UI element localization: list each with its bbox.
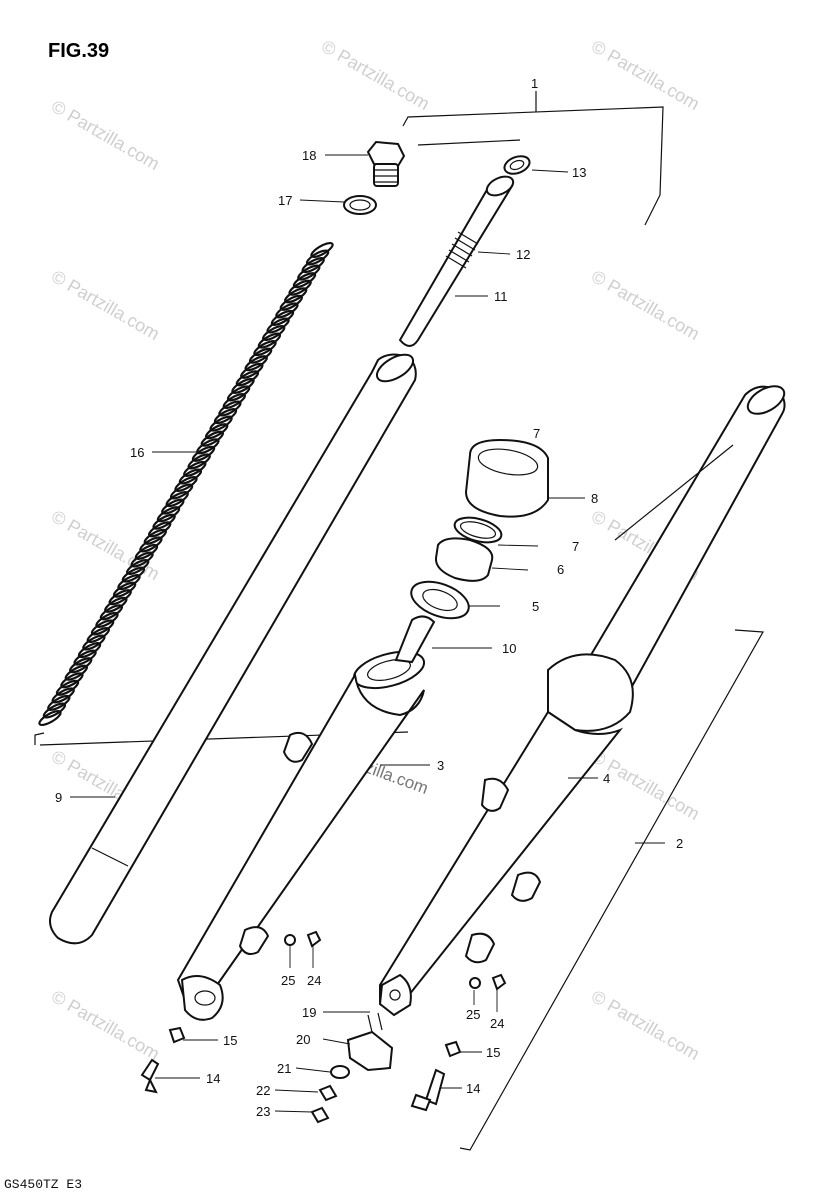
callout-9: 9 — [55, 790, 62, 805]
callout-7: 7 — [572, 539, 579, 554]
callout-14-right: 14 — [466, 1081, 480, 1096]
callout-7-top: 7 — [533, 426, 540, 441]
stopper-ring — [453, 516, 503, 544]
callout-20: 20 — [296, 1032, 310, 1047]
callout-labels: 1 2 3 4 5 6 7 7 8 9 10 11 12 13 14 14 15… — [55, 76, 683, 1119]
callout-5: 5 — [532, 599, 539, 614]
callout-6: 6 — [557, 562, 564, 577]
callout-24-left: 24 — [307, 973, 321, 988]
callout-16: 16 — [130, 445, 144, 460]
callout-23: 23 — [256, 1104, 270, 1119]
callout-17: 17 — [278, 193, 292, 208]
watermark: © Partzilla.com — [318, 36, 433, 114]
callout-2: 2 — [676, 836, 683, 851]
slide-metal-rod — [394, 615, 436, 664]
hardware — [140, 930, 507, 1124]
cap-bolt — [366, 140, 406, 187]
callout-8: 8 — [591, 491, 598, 506]
right-outer-tube — [378, 653, 634, 1017]
callout-1: 1 — [531, 76, 538, 91]
o-ring — [343, 195, 377, 215]
watermark: © Partzilla.com — [588, 266, 703, 344]
callout-13: 13 — [572, 165, 586, 180]
leader-lines — [70, 154, 665, 1113]
left-fork-tube — [49, 353, 417, 945]
watermark: © Partzilla.com — [588, 36, 703, 114]
callout-25-right: 25 — [466, 1007, 480, 1022]
callout-21: 21 — [277, 1061, 291, 1076]
oil-seal — [434, 537, 494, 582]
callout-15-right: 15 — [486, 1045, 500, 1060]
watermark: © Partzilla.com — [48, 266, 163, 344]
callout-19: 19 — [302, 1005, 316, 1020]
dust-seal — [464, 438, 549, 518]
callout-25-left: 25 — [281, 973, 295, 988]
callout-14-left: 14 — [206, 1071, 220, 1086]
figure-title: FIG.39 — [48, 40, 109, 62]
callout-11: 11 — [494, 289, 508, 304]
callout-22: 22 — [256, 1083, 270, 1098]
fork-spring — [38, 241, 334, 727]
model-code: GS450TZ E3 — [4, 1177, 82, 1192]
callout-18: 18 — [302, 148, 316, 163]
damper-rod — [398, 175, 515, 347]
inner-tube — [583, 385, 786, 692]
callout-10: 10 — [502, 641, 516, 656]
piston-ring — [503, 155, 531, 175]
callout-12: 12 — [516, 247, 530, 262]
callout-4: 4 — [603, 771, 610, 786]
callout-3: 3 — [437, 758, 444, 773]
oil-seal-washer — [410, 580, 470, 620]
callout-24-right: 24 — [490, 1016, 504, 1031]
callout-15-left: 15 — [223, 1033, 237, 1048]
bracket-assembly-2 — [459, 444, 764, 1151]
watermark: © Partzilla.com — [48, 986, 163, 1064]
watermark: © Partzilla.com — [48, 506, 163, 584]
watermark: © Partzilla.com — [588, 986, 703, 1064]
watermark: © Partzilla.com — [48, 96, 163, 174]
spring-coil — [38, 709, 62, 727]
